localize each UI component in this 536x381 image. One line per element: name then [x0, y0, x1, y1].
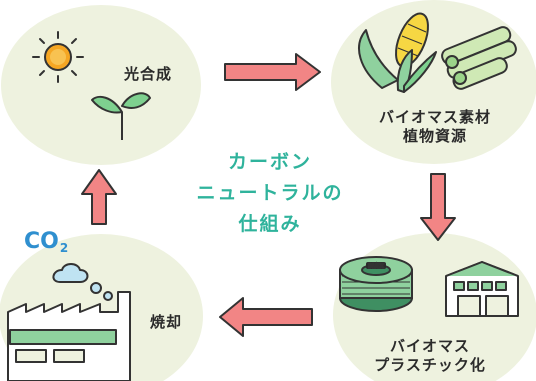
- incineration-plant-icon: [7, 263, 131, 381]
- photosynthesis-label: 光合成: [124, 65, 173, 83]
- arrow-up-icon: [81, 169, 117, 225]
- biomass-plastic-label-line2: プラスチック化: [374, 356, 486, 374]
- biomass-plastic-label-line1: バイオマス: [389, 337, 470, 355]
- co2-main-text: CO: [24, 229, 59, 254]
- sprout-icon: [91, 92, 151, 140]
- sugarcane-icon: [441, 26, 517, 90]
- center-title-line3: 仕組み: [238, 213, 302, 235]
- biomass-material-label: バイオマス素材 植物資源: [360, 108, 510, 146]
- spool-max-label: MAX: [368, 263, 384, 270]
- co2-subscript: 2: [59, 241, 69, 255]
- biomass-material-label-line2: 植物資源: [402, 127, 467, 145]
- center-title: カーボン ニュートラルの 仕組み: [170, 147, 370, 240]
- sun-icon: [32, 31, 84, 83]
- arrow-right-icon: [224, 53, 321, 91]
- center-title-line2: ニュートラルの: [196, 182, 344, 204]
- corn-icon: [358, 12, 437, 93]
- spool-icon: MAX: [339, 256, 413, 312]
- incineration-label: 焼却: [150, 313, 183, 331]
- co2-label: CO2: [24, 229, 69, 255]
- biomass-material-label-line1: バイオマス素材: [378, 108, 491, 126]
- center-title-line1: カーボン: [227, 151, 312, 173]
- factory-icon: [445, 261, 519, 317]
- arrow-left-icon: [219, 297, 313, 337]
- arrow-down-icon: [420, 173, 456, 241]
- photosynthesis-circle: [1, 5, 201, 165]
- biomass-plastic-label: バイオマス プラスチック化: [355, 337, 505, 375]
